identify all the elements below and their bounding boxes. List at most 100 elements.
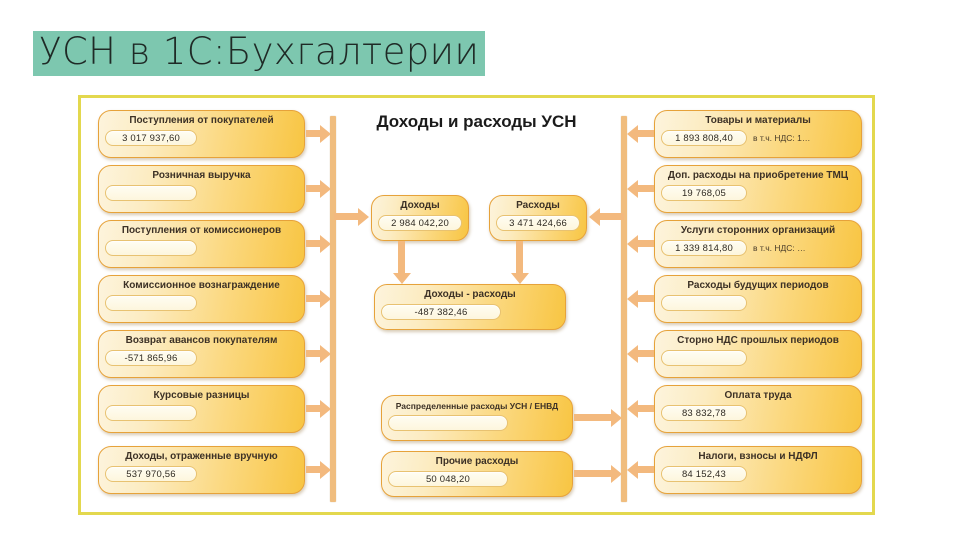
expense-bus-bar <box>621 116 627 502</box>
income-node-postupleniya-ot-komissionerov[interactable]: Поступления от комиссионеров <box>98 220 305 268</box>
center-node-raspredelennye-raskhody[interactable]: Распределенные расходы УСН / ЕНВД <box>381 395 573 441</box>
total-node-raskhody[interactable]: Расходы 3 471 424,66 <box>489 195 587 241</box>
node-caption: Оплата труда <box>724 390 792 401</box>
income-node-roznichnaya-vyruchka[interactable]: Розничная выручка <box>98 165 305 213</box>
node-field-row <box>105 240 298 256</box>
arrow-income-2 <box>306 180 331 198</box>
node-caption: Курсовые разницы <box>153 390 250 401</box>
node-value-field[interactable]: 83 832,78 <box>661 405 747 421</box>
node-caption: Расходы будущих периодов <box>687 280 829 291</box>
node-field-row: 2 984 042,20 <box>378 215 462 231</box>
node-caption: Комиссионное вознаграждение <box>123 280 280 291</box>
arrow-expense-4 <box>627 290 654 308</box>
node-value-field[interactable]: 19 768,05 <box>661 185 747 201</box>
node-field-row: 3 471 424,66 <box>496 215 580 231</box>
page-title: УСН в 1С:Бухгалтерии <box>39 30 480 73</box>
node-caption: Доп. расходы на приобретение ТМЦ <box>667 170 849 181</box>
total-node-dokhody[interactable]: Доходы 2 984 042,20 <box>371 195 469 241</box>
node-caption: Возврат авансов покупателям <box>125 335 278 346</box>
node-field-row <box>661 350 855 366</box>
node-value-field[interactable]: 50 048,20 <box>388 471 508 487</box>
node-field-row: 537 970,56 <box>105 466 298 482</box>
node-value-field[interactable]: 1 339 814,80 <box>661 240 747 256</box>
arrow-expense-3 <box>627 235 654 253</box>
node-caption: Доходы, отраженные вручную <box>125 451 278 462</box>
node-value-field[interactable]: 3 471 424,66 <box>496 215 580 231</box>
diagram-heading: Доходы и расходы УСН <box>376 112 577 131</box>
node-field-row <box>661 295 855 311</box>
arrow-expense-1 <box>627 125 654 143</box>
arrow-expense-7 <box>627 461 654 479</box>
node-caption: Расходы <box>516 200 560 211</box>
income-node-kursovye-raznitsy[interactable]: Курсовые разницы <box>98 385 305 433</box>
arrow-prochie-to-bus <box>574 465 622 483</box>
arrow-income-6 <box>306 400 331 418</box>
arrow-expense-to-result <box>511 241 529 284</box>
node-value-field[interactable]: -487 382,46 <box>381 304 501 320</box>
node-value-field[interactable] <box>661 350 747 366</box>
node-value-field[interactable] <box>388 415 508 431</box>
arrow-income-4 <box>306 290 331 308</box>
node-caption: Услуги сторонних организаций <box>680 225 836 236</box>
node-field-row: 19 768,05 <box>661 185 855 201</box>
node-field-row <box>105 405 298 421</box>
node-value-field[interactable] <box>105 240 197 256</box>
node-caption: Доходы - расходы <box>424 289 516 300</box>
node-field-row <box>105 295 298 311</box>
expense-node-oplata-truda[interactable]: Оплата труда 83 832,78 <box>654 385 862 433</box>
expense-node-storno-nds-proshlykh-periodov[interactable]: Сторно НДС прошлых периодов <box>654 330 862 378</box>
node-value-field[interactable]: 1 893 808,40 <box>661 130 747 146</box>
node-field-row <box>105 185 298 201</box>
node-field-row: 83 832,78 <box>661 405 855 421</box>
node-value-field[interactable]: 537 970,56 <box>105 466 197 482</box>
income-node-dokhody-otrazhennye-vruchnuyu[interactable]: Доходы, отраженные вручную 537 970,56 <box>98 446 305 494</box>
arrow-income-to-result <box>393 241 411 284</box>
arrow-bus-to-expense-total <box>589 208 624 226</box>
center-node-prochie-raskhody[interactable]: Прочие расходы 50 048,20 <box>381 451 573 497</box>
node-caption: Доходы <box>400 200 440 211</box>
arrow-raspredelennye-to-bus <box>574 409 622 427</box>
expense-node-uslugi-storonnikh-organizatsiy[interactable]: Услуги сторонних организаций 1 339 814,8… <box>654 220 862 268</box>
arrow-expense-5 <box>627 345 654 363</box>
arrow-income-1 <box>306 125 331 143</box>
node-value-field[interactable] <box>661 295 747 311</box>
expense-node-nalogi-vznosy-ndfl[interactable]: Налоги, взносы и НДФЛ 84 152,43 <box>654 446 862 494</box>
arrow-income-5 <box>306 345 331 363</box>
node-field-row: 1 339 814,80 в т.ч. НДС: … <box>661 240 855 256</box>
node-caption: Поступления от комиссионеров <box>121 225 282 236</box>
arrow-bus-to-income-total <box>334 208 369 226</box>
node-value-field[interactable]: -571 865,96 <box>105 350 197 366</box>
node-caption: Сторно НДС прошлых периодов <box>677 335 839 346</box>
node-field-row <box>388 415 566 431</box>
node-caption: Налоги, взносы и НДФЛ <box>698 451 818 462</box>
node-field-row: 1 893 808,40 в т.ч. НДС: 1… <box>661 130 855 146</box>
expense-node-raskhody-budushchikh-periodov[interactable]: Расходы будущих периодов <box>654 275 862 323</box>
income-bus-bar <box>330 116 336 502</box>
node-caption: Распределенные расходы УСН / ЕНВД <box>395 401 559 411</box>
arrow-expense-6 <box>627 400 654 418</box>
node-value-field[interactable]: 2 984 042,20 <box>378 215 462 231</box>
income-node-vozvrat-avansov-pokupatelyam[interactable]: Возврат авансов покупателям -571 865,96 <box>98 330 305 378</box>
node-value-field[interactable]: 3 017 937,60 <box>105 130 197 146</box>
node-field-row: -571 865,96 <box>105 350 298 366</box>
node-value-field[interactable]: 84 152,43 <box>661 466 747 482</box>
arrow-expense-2 <box>627 180 654 198</box>
result-node-dokhody-minus-raskhody[interactable]: Доходы - расходы -487 382,46 <box>374 284 566 330</box>
page-title-band: УСН в 1С:Бухгалтерии <box>33 30 486 76</box>
diagram-frame: Доходы и расходы УСН Поступления от поку… <box>78 95 875 515</box>
node-value-field[interactable] <box>105 295 197 311</box>
income-node-postupleniya-ot-pokupateley[interactable]: Поступления от покупателей 3 017 937,60 <box>98 110 305 158</box>
arrow-income-7 <box>306 461 331 479</box>
node-field-row: 50 048,20 <box>388 471 566 487</box>
node-field-row: 3 017 937,60 <box>105 130 298 146</box>
expense-node-dop-raskhody-tmc[interactable]: Доп. расходы на приобретение ТМЦ 19 768,… <box>654 165 862 213</box>
expense-node-tovary-i-materialy[interactable]: Товары и материалы 1 893 808,40 в т.ч. Н… <box>654 110 862 158</box>
income-node-komissionnoe-voznagrazhdenie[interactable]: Комиссионное вознаграждение <box>98 275 305 323</box>
arrow-income-3 <box>306 235 331 253</box>
node-value-field[interactable] <box>105 185 197 201</box>
node-extra-text: в т.ч. НДС: … <box>753 243 806 253</box>
node-caption: Прочие расходы <box>435 456 519 467</box>
node-value-field[interactable] <box>105 405 197 421</box>
node-caption: Поступления от покупателей <box>129 115 274 126</box>
node-field-row: 84 152,43 <box>661 466 855 482</box>
